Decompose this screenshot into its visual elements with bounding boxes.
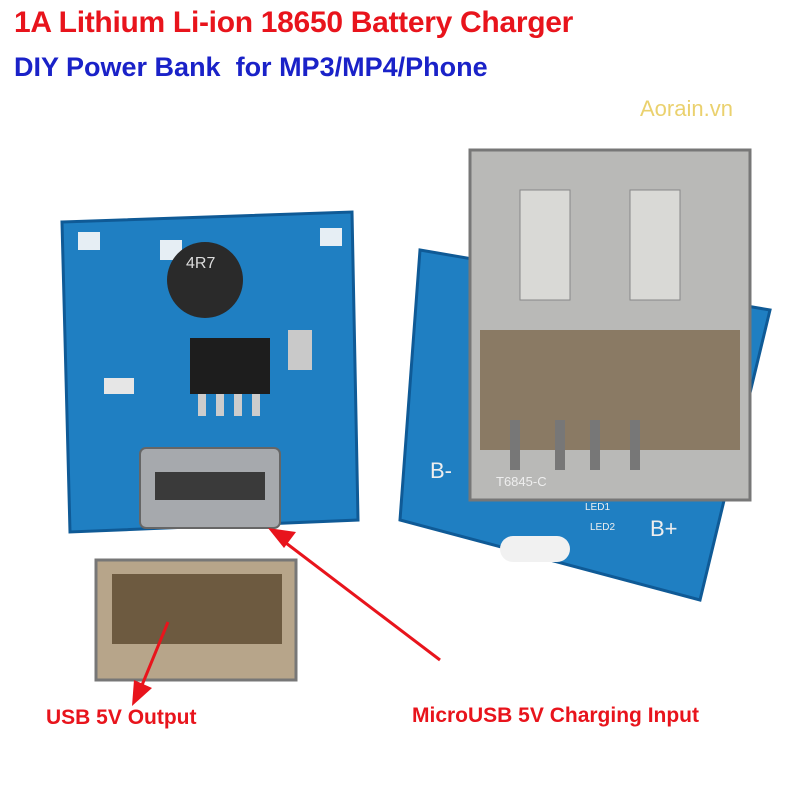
inductor-marking: 4R7 [186,255,215,272]
title-line-2: DIY Power Bank for MP3/MP4/Phone [14,52,488,82]
microusb-input-label: MicroUSB 5V Charging Input [412,704,700,727]
led1-marking: LED1 [585,502,610,513]
chip-ref-marking: T6845-C [496,474,547,489]
arrow-input [268,528,441,662]
title-line-1: 1A Lithium Li-ion 18650 Battery Charger [14,6,573,39]
watermark: Aorain.vn [640,96,733,121]
left-usb-port [94,558,298,682]
led2-marking: LED2 [590,522,615,533]
b-plus-marking: B+ [650,516,678,541]
left-pcb: 4R7 [60,210,360,534]
usb-output-label: USB 5V Output [46,706,197,729]
right-pcb: T6845-C B- B+ LED1 LED2 [398,148,772,602]
arrow-output [132,621,170,706]
b-minus-marking: B- [430,458,452,483]
